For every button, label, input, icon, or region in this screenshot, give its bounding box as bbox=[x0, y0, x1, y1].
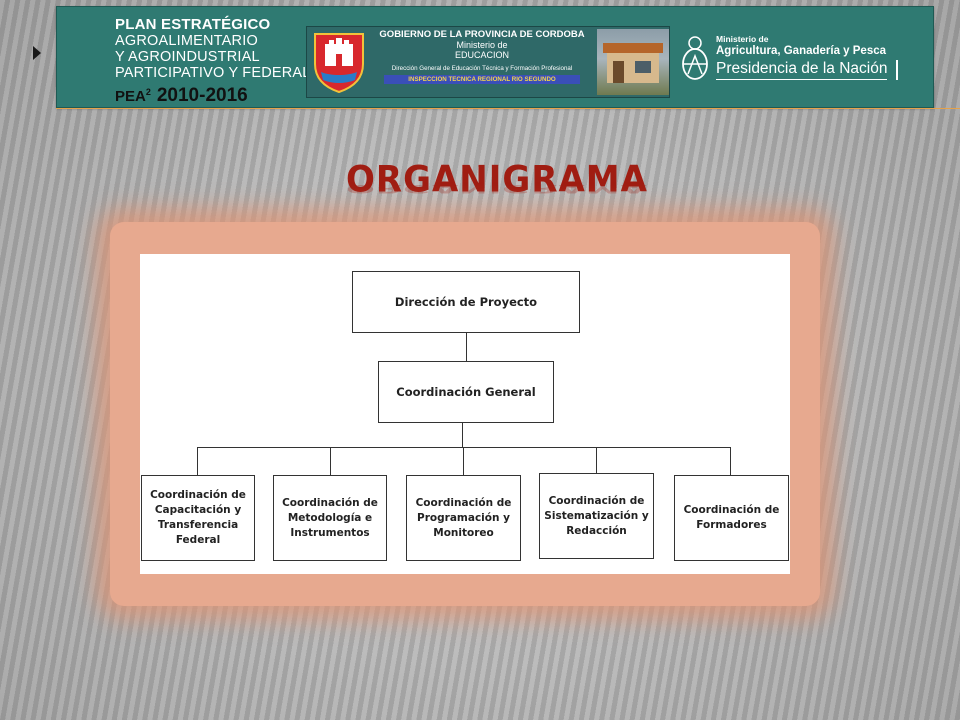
connector-child-4 bbox=[596, 447, 597, 473]
connector-top bbox=[466, 333, 467, 361]
node-sistematizacion: Coordinación de Sistematización y Redacc… bbox=[539, 473, 654, 559]
cordoba-ministry-2: EDUCACION bbox=[454, 50, 509, 60]
ministry-line-2: Agricultura, Ganadería y Pesca bbox=[716, 45, 887, 57]
ministry-divider bbox=[896, 60, 898, 80]
node-metodologia: Coordinación de Metodología e Instrument… bbox=[273, 475, 387, 561]
plan-line-3: Y AGROINDUSTRIAL bbox=[115, 49, 260, 65]
cordoba-direction: Dirección General de Educación Técnica y… bbox=[391, 65, 573, 72]
ministry-line-3: Presidencia de la Nación bbox=[716, 60, 888, 80]
ministry-line-1: Ministerio de bbox=[716, 34, 769, 44]
connector-bus bbox=[197, 447, 731, 448]
plan-acronym-text: PEA bbox=[115, 88, 146, 105]
connector-child-5 bbox=[730, 447, 731, 475]
cordoba-inspection: INSPECCION TECNICA REGIONAL RIO SEGUNDO bbox=[384, 75, 580, 84]
plan-years: 2010-2016 bbox=[156, 85, 248, 106]
node-capacitacion: Coordinación de Capacitación y Transfere… bbox=[141, 475, 255, 561]
argentina-emblem-icon bbox=[682, 36, 708, 80]
ministry-text: Ministerio de Agricultura, Ganadería y P… bbox=[716, 34, 888, 80]
connector-child-1 bbox=[197, 447, 198, 475]
plan-acronym: PEA2 2010-2016 bbox=[115, 82, 355, 107]
plan-line-2: AGROALIMENTARIO bbox=[115, 33, 258, 49]
page-title-reflection: ORGANIGRAMA bbox=[346, 182, 648, 196]
org-chart: Dirección de Proyecto Coordinación Gener… bbox=[140, 254, 790, 574]
cordoba-title: GOBIERNO DE LA PROVINCIA DE CORDOBA bbox=[379, 29, 585, 40]
connector-child-2 bbox=[330, 447, 331, 475]
node-programacion: Coordinación de Programación y Monitoreo bbox=[406, 475, 521, 561]
plan-acronym-sup: 2 bbox=[145, 87, 151, 97]
banner-underline bbox=[56, 108, 960, 109]
ministry-logo: Ministerio de Agricultura, Ganadería y P… bbox=[680, 34, 920, 90]
plan-line-4: PARTICIPATIVO Y FEDERAL bbox=[115, 65, 311, 81]
connector-middle bbox=[462, 423, 463, 447]
cordoba-logo: GOBIERNO DE LA PROVINCIA DE CORDOBA Mini… bbox=[306, 26, 670, 98]
node-coordinacion-general: Coordinación General bbox=[378, 361, 554, 423]
page-title: ORGANIGRAMA bbox=[346, 158, 648, 202]
cordoba-shield-icon bbox=[314, 33, 364, 94]
plan-line-1: PLAN ESTRATÉGICO bbox=[115, 16, 271, 33]
cordoba-ministry-1: Ministerio de bbox=[456, 40, 508, 50]
node-direccion-proyecto: Dirección de Proyecto bbox=[352, 271, 580, 333]
plan-logo: PLAN ESTRATÉGICO AGROALIMENTARIO Y AGROI… bbox=[115, 17, 355, 107]
house-photo-icon bbox=[597, 29, 669, 95]
cordoba-text: GOBIERNO DE LA PROVINCIA DE CORDOBA Mini… bbox=[367, 29, 597, 84]
connector-child-3 bbox=[463, 447, 464, 475]
node-formadores: Coordinación de Formadores bbox=[674, 475, 789, 561]
triangle-right-icon bbox=[33, 46, 41, 60]
